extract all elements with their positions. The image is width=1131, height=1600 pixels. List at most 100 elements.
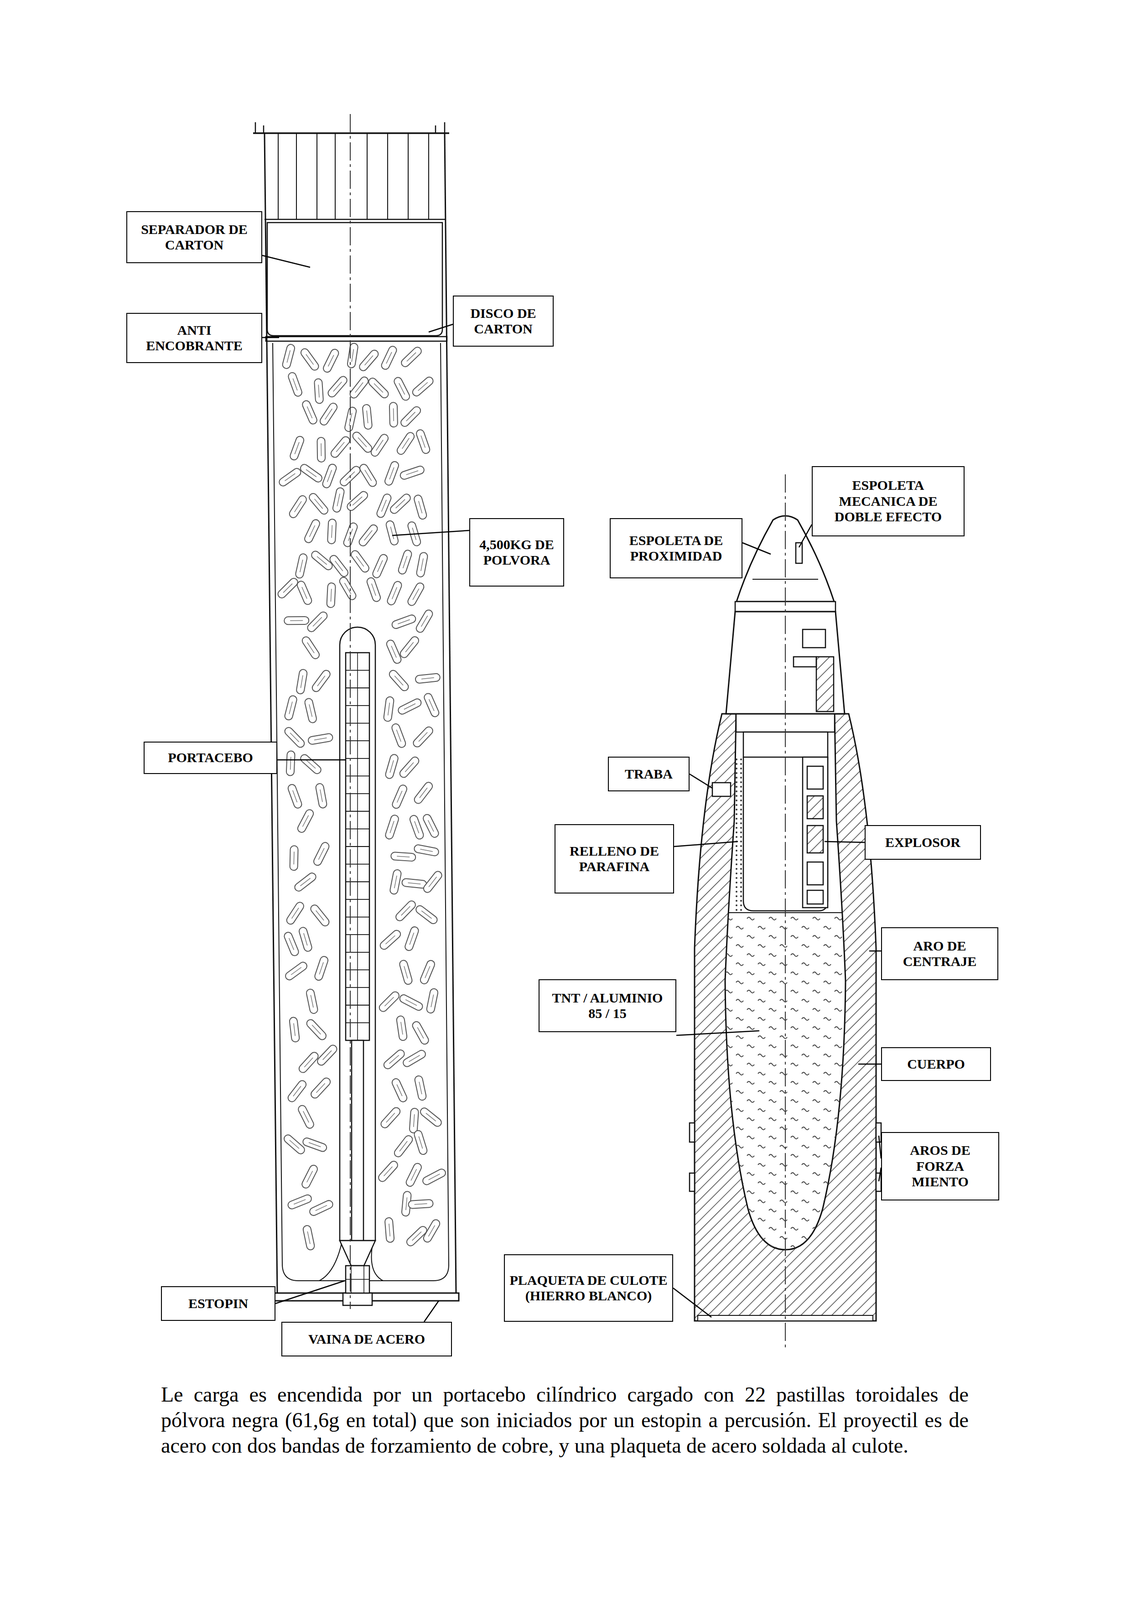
powder-grain (357, 348, 380, 373)
powder-grain (394, 899, 418, 923)
powder-grain (295, 668, 308, 695)
grain-outline (389, 402, 398, 427)
powder-grain (367, 376, 390, 400)
grain-outline (298, 926, 313, 953)
grain-bore (293, 1022, 296, 1036)
grain-bore (412, 1231, 422, 1241)
grain-bore (291, 907, 299, 919)
grain-outline (308, 1198, 334, 1217)
label-text: AROS DE FORZA MIENTO (886, 1142, 994, 1190)
leader-line (858, 1063, 882, 1065)
grain-bore (414, 1203, 428, 1205)
grain-bore (406, 352, 416, 362)
grain-bore (290, 620, 303, 622)
label-text: SEPARADOR DE CARTON (131, 221, 257, 254)
grain-bore (395, 499, 405, 509)
grain-outline (398, 755, 421, 779)
label-text: VAINA DE ACERO (286, 1331, 447, 1348)
grain-bore (403, 555, 408, 569)
powder-grain (371, 553, 389, 579)
powder-grain (321, 462, 338, 489)
grain-bore (315, 1205, 327, 1211)
powder-grain (406, 581, 426, 607)
primer-head (342, 1292, 373, 1306)
leader-line (277, 759, 346, 761)
grain-bore (300, 877, 311, 886)
powder-grain (307, 491, 330, 516)
grain-bore (306, 354, 314, 365)
powder-grain (386, 580, 403, 606)
grain-outline (414, 903, 439, 925)
grain-bore (307, 642, 315, 654)
label-box: RELLENO DE PARAFINA (554, 824, 675, 894)
grain-outline (286, 783, 303, 810)
powder-grain (329, 435, 352, 459)
powder-grain (297, 1050, 320, 1074)
powder-grain (410, 375, 435, 398)
grain-outline (383, 696, 395, 722)
grain-outline (399, 345, 424, 369)
powder-grain (396, 1015, 408, 1041)
grain-bore (418, 382, 428, 391)
powder-grain (289, 1016, 300, 1043)
grain-bore (335, 560, 343, 571)
powder-grain (385, 638, 403, 665)
powder-grain (384, 753, 399, 780)
powder-grain (351, 430, 374, 454)
grain-outline (316, 1043, 339, 1067)
grain-outline (299, 462, 324, 484)
grain-bore (306, 759, 316, 769)
grain-bore (417, 1027, 424, 1038)
grain-outline (329, 435, 352, 459)
booster-part (807, 795, 824, 819)
igniter-stem (351, 1040, 364, 1241)
grain-outline (395, 430, 416, 456)
powder-grain (326, 582, 336, 608)
powder-grain (299, 752, 323, 776)
grain-outline (390, 1077, 409, 1103)
powder-grain (411, 1020, 431, 1046)
grain-bore (409, 932, 414, 945)
grain-bore (314, 737, 327, 741)
grain-bore (425, 965, 431, 978)
powder-grain (296, 1104, 315, 1130)
grain-outline (295, 580, 313, 606)
leader-line (869, 950, 882, 952)
grain-outline (385, 638, 403, 665)
grain-outline (309, 903, 331, 928)
powder-grain (289, 435, 306, 462)
grain-bore (331, 524, 333, 538)
grain-outline (286, 1193, 313, 1210)
grain-bore (330, 588, 332, 602)
label-text: TRABA (613, 766, 685, 783)
powder-grain (404, 1162, 423, 1188)
grain-bore (400, 1022, 403, 1035)
grain-outline (303, 518, 322, 545)
grain-bore (410, 1168, 417, 1181)
primer-detail (345, 1265, 370, 1293)
powder-grain (300, 1163, 319, 1190)
grain-outline (347, 342, 359, 369)
grain-bore (319, 962, 324, 975)
label-text: CUERPO (886, 1056, 986, 1073)
powder-grain (304, 697, 318, 724)
grain-bore (389, 1223, 390, 1237)
powder-grain (305, 988, 319, 1014)
grain-outline (367, 376, 390, 400)
grain-outline (413, 844, 440, 857)
grain-bore (356, 555, 364, 567)
grain-outline (300, 1163, 319, 1190)
grain-bore (337, 493, 340, 506)
grain-outline (321, 462, 338, 489)
powder-grain (308, 1198, 334, 1217)
grain-bore (419, 787, 428, 798)
booster-part (807, 861, 824, 885)
grain-bore (304, 1057, 313, 1068)
grain-outline (380, 344, 399, 371)
label-text: DISCO DE CARTON (458, 305, 549, 338)
grain-bore (307, 1231, 311, 1244)
grain-bore (428, 1173, 441, 1180)
grain-bore (386, 352, 392, 364)
leader-line (392, 530, 470, 536)
